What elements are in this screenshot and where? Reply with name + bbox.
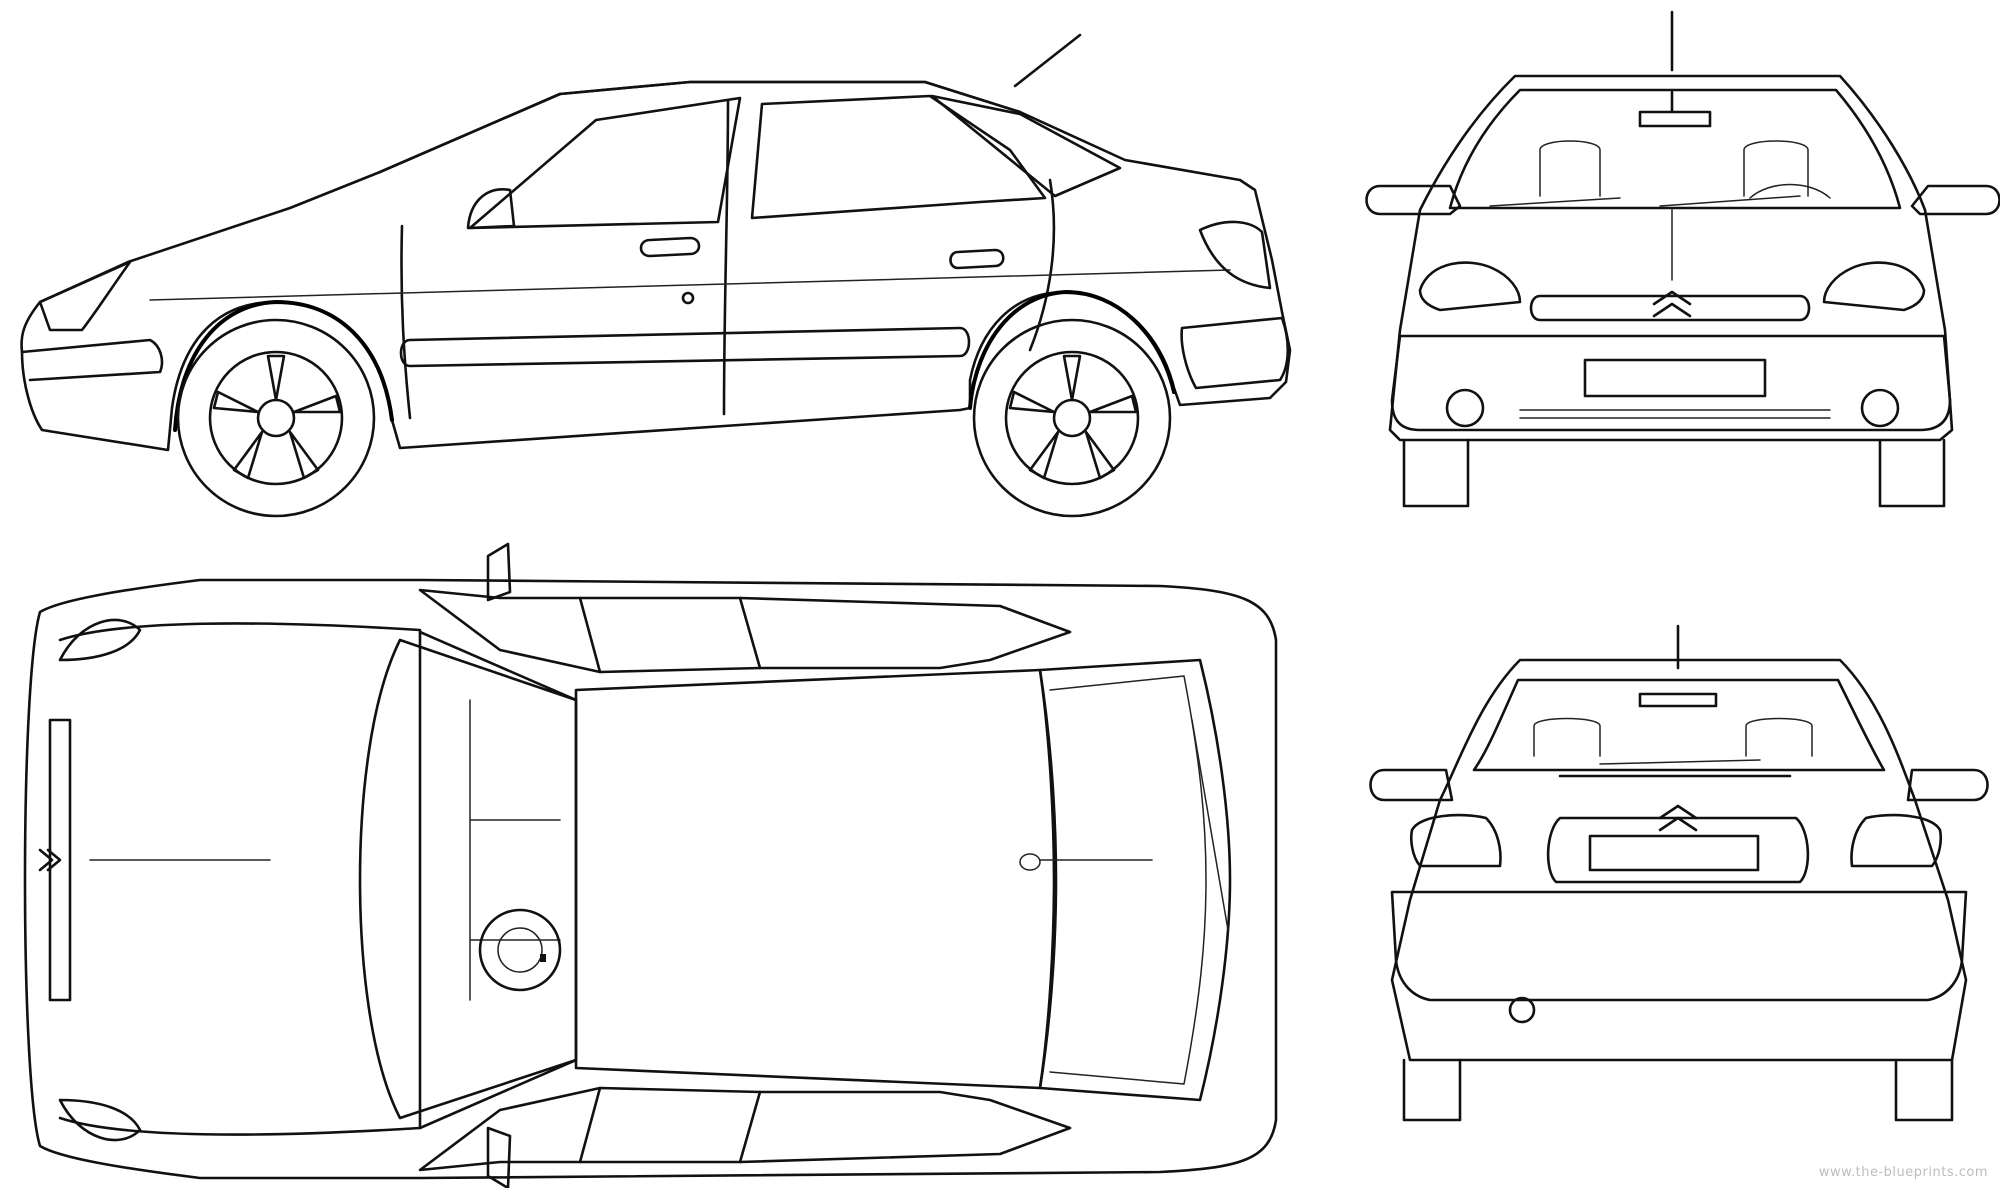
front-body-outline xyxy=(1388,74,1954,442)
front-left-tire xyxy=(1402,438,1470,508)
side-molding xyxy=(399,326,971,368)
rear-right-tire xyxy=(1894,1058,1954,1122)
side-rear-wheel xyxy=(972,318,1172,518)
side-front-wheel xyxy=(176,318,376,518)
side-rear-door xyxy=(1028,178,1056,352)
rear-window xyxy=(1472,678,1886,772)
side-headlight xyxy=(38,260,132,332)
side-front-door xyxy=(400,98,730,420)
top-roof xyxy=(574,668,1056,1090)
front-right-tire xyxy=(1878,438,1946,508)
front-license-plate xyxy=(1583,358,1767,398)
side-quarter-window xyxy=(930,94,1122,198)
rear-left-mirror xyxy=(1369,768,1454,802)
top-right-windows xyxy=(418,1086,1072,1172)
rear-right-taillight xyxy=(1850,813,1943,868)
front-view xyxy=(1365,10,2000,508)
rear-left-tire xyxy=(1402,1058,1462,1122)
front-left-mirror xyxy=(1365,184,1462,216)
top-body-outline xyxy=(23,578,1278,1180)
front-windshield xyxy=(1448,88,1902,210)
side-antenna xyxy=(1013,33,1082,88)
side-body-outline xyxy=(20,80,1292,452)
side-taillight xyxy=(1198,220,1272,290)
top-windshield xyxy=(358,638,578,1120)
side-rear-handle xyxy=(949,248,1005,270)
rear-view xyxy=(1369,624,1989,1122)
front-right-mirror xyxy=(1910,184,2000,216)
rear-exhaust xyxy=(1508,996,1536,1024)
front-right-foglight xyxy=(1860,388,1900,428)
front-logo xyxy=(1652,290,1692,318)
front-left-foglight xyxy=(1445,388,1485,428)
rear-license-plate xyxy=(1588,834,1760,872)
front-left-headlight xyxy=(1418,261,1522,312)
watermark: www.the-blueprints.com xyxy=(1818,1165,1988,1180)
top-left-windows xyxy=(418,588,1072,674)
top-steering-wheel xyxy=(478,908,562,992)
top-left-mirror xyxy=(486,542,512,602)
top-view xyxy=(23,542,1278,1188)
side-front-handle xyxy=(639,236,701,258)
top-right-mirror xyxy=(486,1126,512,1188)
top-left-headlight xyxy=(58,618,142,662)
side-rear-window xyxy=(750,94,1047,220)
top-right-headlight xyxy=(58,1098,142,1142)
front-grille xyxy=(1529,294,1811,322)
rear-left-taillight xyxy=(1409,813,1502,868)
side-front-window xyxy=(468,96,742,230)
front-right-headlight xyxy=(1822,261,1926,312)
side-view xyxy=(20,33,1292,518)
side-windshield xyxy=(378,92,562,174)
rear-right-mirror xyxy=(1906,768,1989,802)
top-logo xyxy=(38,848,62,872)
top-rear-window xyxy=(1038,658,1232,1102)
side-mirror xyxy=(466,188,516,230)
